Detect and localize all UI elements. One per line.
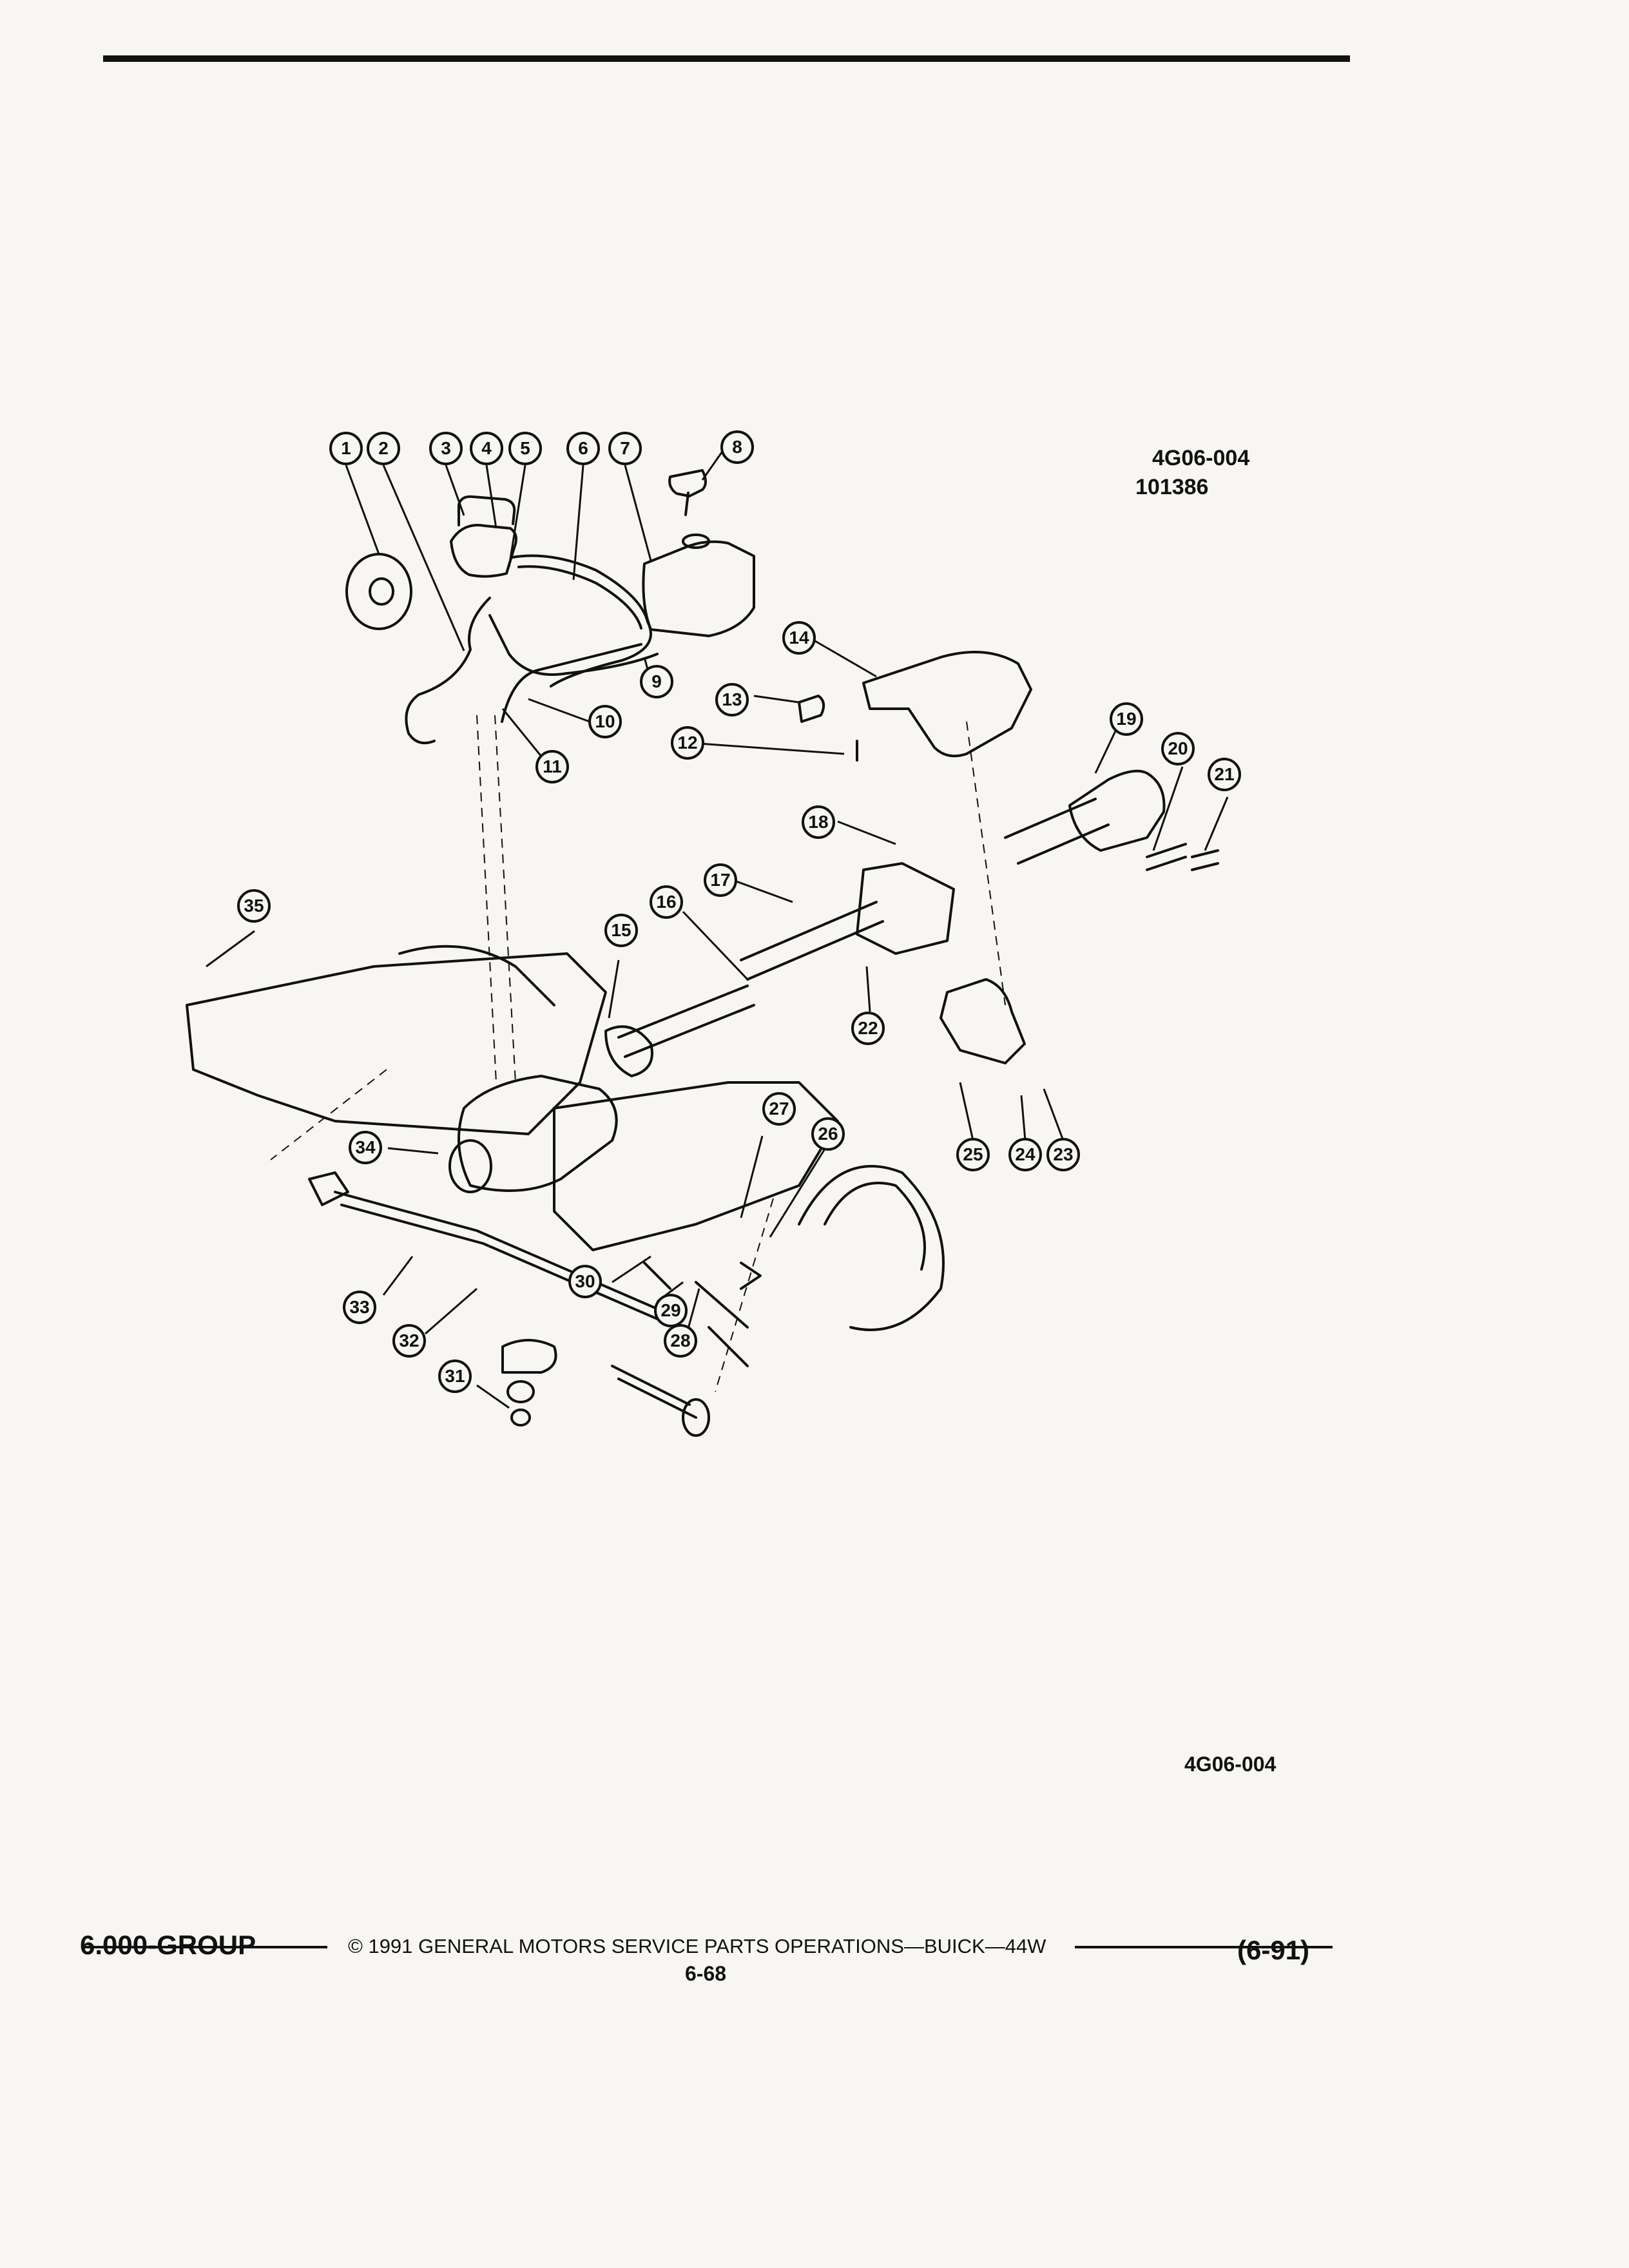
relay-rod (334, 1191, 678, 1329)
steering-column (1004, 798, 1110, 865)
callout-9: 9 (640, 665, 673, 698)
callout-17: 17 (704, 863, 737, 897)
callout-5: 5 (508, 432, 542, 465)
callout-20: 20 (1161, 732, 1195, 765)
revision-date: (6-91) (1237, 1935, 1310, 1965)
callout-27: 27 (762, 1092, 796, 1126)
callout-15: 15 (604, 914, 638, 947)
reservoir (642, 540, 755, 637)
callout-10: 10 (588, 705, 622, 738)
callout-25: 25 (956, 1138, 990, 1171)
callout-3: 3 (429, 432, 463, 465)
top-rule (103, 55, 1350, 62)
callout-34: 34 (349, 1131, 382, 1164)
callout-35: 35 (237, 889, 271, 923)
pressure-hose (405, 597, 491, 744)
group-label: 6.000-GROUP (80, 1930, 256, 1960)
callout-14: 14 (782, 621, 816, 655)
page-number: 6-68 (685, 1962, 727, 1985)
callout-13: 13 (715, 683, 749, 716)
callout-6: 6 (566, 432, 600, 465)
support-bracket (862, 651, 1032, 758)
callout-31: 31 (438, 1360, 472, 1393)
callout-1: 1 (329, 432, 363, 465)
footer-rule-right (1075, 1946, 1333, 1948)
copyright-line: © 1991 GENERAL MOTORS SERVICE PARTS OPER… (348, 1935, 1046, 1957)
callout-26: 26 (811, 1117, 845, 1151)
figure-date-code: 101386 (1135, 475, 1209, 499)
callout-16: 16 (650, 885, 683, 919)
column-bracket (940, 978, 1026, 1064)
brake-rotor (798, 1165, 945, 1331)
power-steering-pump (450, 524, 517, 578)
callout-7: 7 (608, 432, 642, 465)
steering-gear (458, 1075, 618, 1192)
footer-rule-left (81, 1946, 327, 1948)
pulley (345, 553, 412, 630)
callout-22: 22 (851, 1012, 885, 1045)
callout-21: 21 (1208, 758, 1241, 791)
callout-33: 33 (343, 1291, 376, 1324)
callout-29: 29 (654, 1294, 688, 1327)
callout-28: 28 (664, 1324, 697, 1358)
intermediate-column (1068, 769, 1166, 852)
callout-19: 19 (1110, 702, 1143, 736)
callout-8: 8 (720, 430, 754, 464)
pitman-arm (501, 1339, 557, 1374)
frame-crossmember (186, 952, 607, 1135)
return-hose (511, 554, 652, 687)
callout-18: 18 (802, 805, 835, 839)
callout-32: 32 (392, 1324, 426, 1358)
callout-2: 2 (367, 432, 400, 465)
callout-12: 12 (671, 726, 704, 760)
callout-30: 30 (568, 1265, 602, 1298)
callout-23: 23 (1046, 1138, 1080, 1171)
figure-code-bottom: 4G06-004 (1184, 1753, 1277, 1776)
figure-code-top: 4G06-004 (1152, 446, 1250, 470)
callout-11: 11 (535, 750, 569, 783)
callout-24: 24 (1008, 1138, 1042, 1171)
callout-4: 4 (470, 432, 503, 465)
